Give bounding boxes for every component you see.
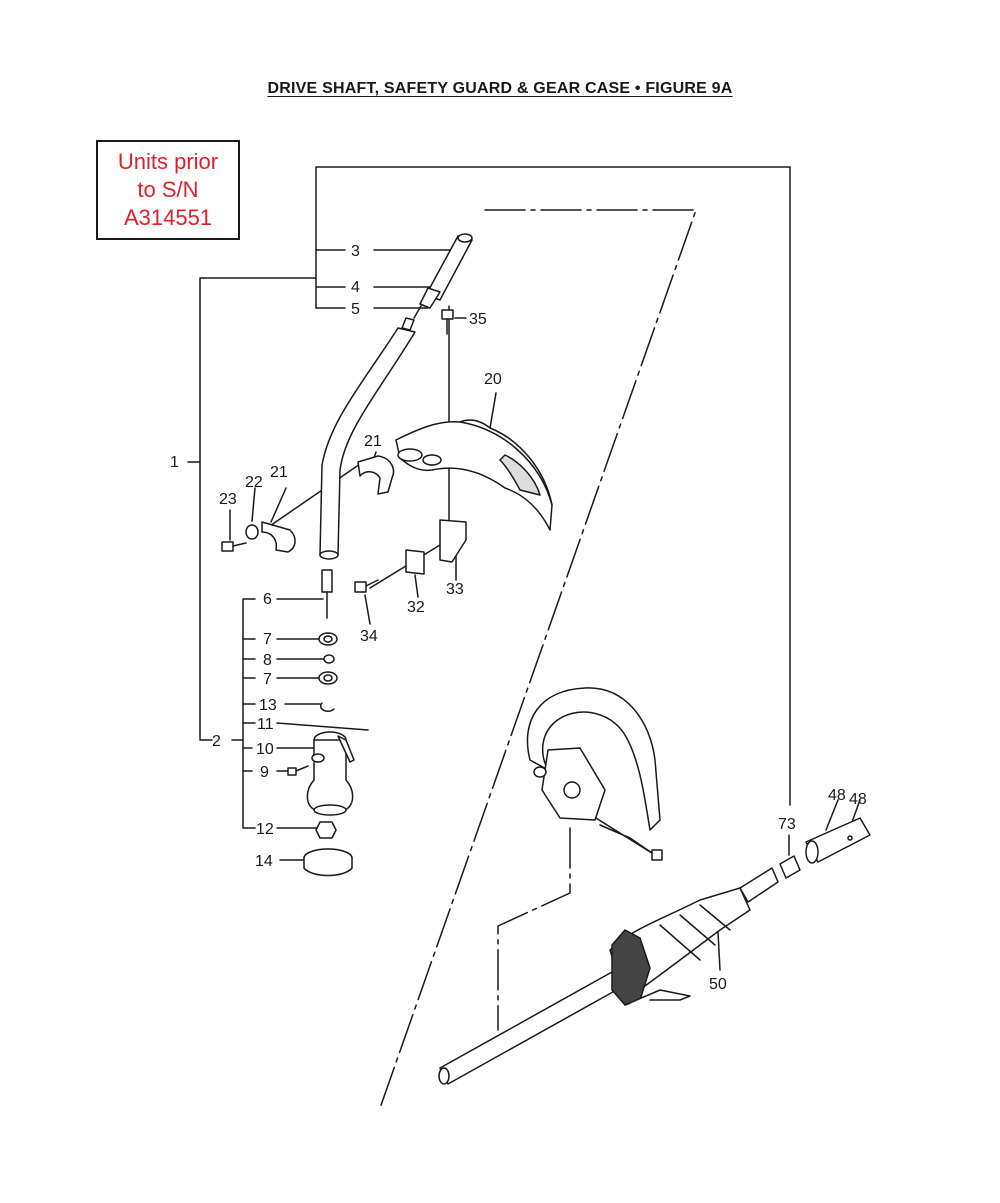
handle-leader-lines xyxy=(497,827,571,1031)
holder-14-part xyxy=(303,848,353,877)
callout-10: 10 xyxy=(256,741,274,758)
callout-9: 9 xyxy=(260,764,269,781)
callout-5: 5 xyxy=(351,301,360,318)
connector-73-part xyxy=(779,855,801,879)
serial-notice-line: to S/N xyxy=(137,177,199,202)
spacer-8-part xyxy=(323,654,335,664)
callout-50: 50 xyxy=(709,976,727,993)
main-shaft-tube-part xyxy=(438,971,621,1085)
callout-labels: 1 2 3 4 5 35 20 21 21 22 23 6 7 8 7 13 1… xyxy=(170,243,867,993)
explode-path-lines xyxy=(379,209,697,1109)
plate-32-part xyxy=(405,549,425,575)
callout-21-lower: 21 xyxy=(270,464,288,481)
washer-22-part xyxy=(245,524,259,540)
figure-title-text: DRIVE SHAFT, SAFETY GUARD & GEAR CASE • … xyxy=(267,80,733,97)
callout-34: 34 xyxy=(360,628,378,645)
assembly-bracket-lines xyxy=(187,166,791,829)
callout-3: 3 xyxy=(351,243,360,260)
callout-48-b: 48 xyxy=(849,791,867,808)
callout-7-upper: 7 xyxy=(263,631,272,648)
callout-leaders xyxy=(229,249,861,971)
callout-12: 12 xyxy=(256,821,274,838)
figure-title: DRIVE SHAFT, SAFETY GUARD & GEAR CASE • … xyxy=(0,80,1000,98)
drive-shaft-part xyxy=(413,233,473,319)
callout-11: 11 xyxy=(257,716,274,733)
callout-13: 13 xyxy=(259,697,277,714)
callout-4: 4 xyxy=(351,279,360,296)
spindle-6-part xyxy=(321,569,333,619)
callout-35: 35 xyxy=(469,311,487,328)
callout-20: 20 xyxy=(484,371,502,388)
bolt-34-part xyxy=(354,579,379,593)
callout-33: 33 xyxy=(446,581,464,598)
nut-12-part xyxy=(315,821,337,839)
serial-notice-line: A314551 xyxy=(123,205,213,230)
callout-2: 2 xyxy=(212,733,221,750)
bolt-23-part xyxy=(221,541,247,552)
safety-guard-part xyxy=(395,419,553,531)
callout-73: 73 xyxy=(778,816,796,833)
callout-7-lower: 7 xyxy=(263,671,272,688)
bracket-33-part xyxy=(439,519,467,563)
screw-9-part xyxy=(287,765,309,776)
callout-21-upper: 21 xyxy=(364,433,382,450)
callout-48-a: 48 xyxy=(828,787,846,804)
bent-tube-part xyxy=(319,317,416,560)
bearing-7-upper-part xyxy=(318,632,338,646)
screw-11-part xyxy=(337,735,355,763)
bearing-7-lower-part xyxy=(318,671,338,685)
callout-6: 6 xyxy=(263,591,272,608)
callout-14: 14 xyxy=(255,853,273,870)
loop-handle-part xyxy=(526,687,663,861)
throttle-housing-part xyxy=(609,867,779,1006)
callout-1: 1 xyxy=(170,454,179,471)
bolt-35-part xyxy=(441,309,454,335)
callout-23: 23 xyxy=(219,491,237,508)
callout-8: 8 xyxy=(263,652,272,669)
serial-notice-box: Units prior to S/N A314551 xyxy=(96,140,240,240)
clamp-21-lower-part xyxy=(261,521,296,553)
sleeve-48-part xyxy=(805,817,871,864)
clamp-21-upper-part xyxy=(357,455,395,495)
callout-32: 32 xyxy=(407,599,425,616)
callout-22: 22 xyxy=(245,474,263,491)
snap-ring-13-part xyxy=(319,702,335,712)
serial-notice-line: Units prior xyxy=(117,149,219,174)
